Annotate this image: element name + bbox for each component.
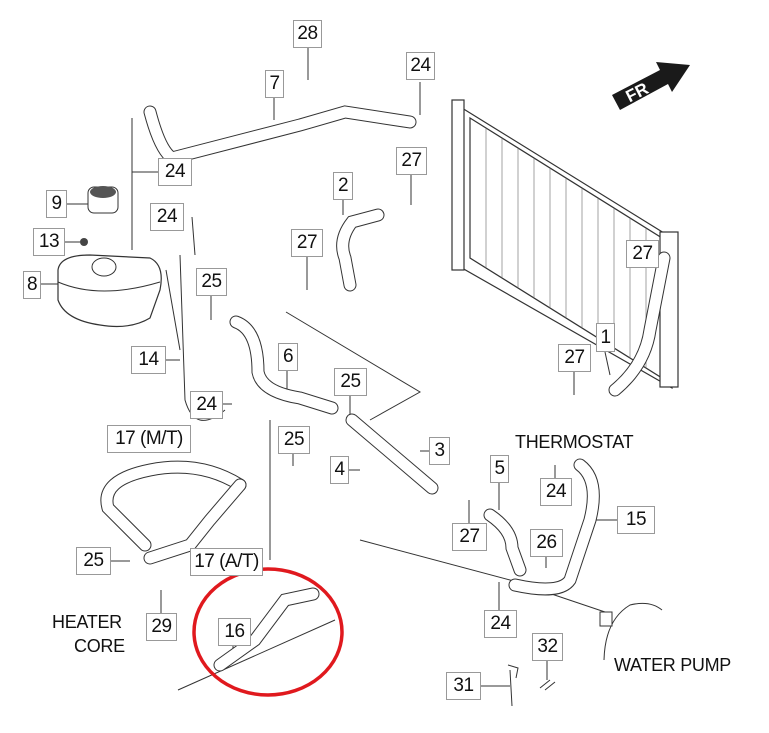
part-callout: 32 xyxy=(532,633,563,661)
hose-7 xyxy=(143,105,417,166)
part-callout: 25 xyxy=(334,368,367,396)
part-callout: 27 xyxy=(558,344,591,372)
part-callout: 28 xyxy=(293,20,322,48)
part-callout: 14 xyxy=(131,346,166,374)
highlight-circle xyxy=(192,567,344,697)
drain-plug-icon xyxy=(80,238,88,246)
leader-line xyxy=(359,539,606,613)
part-callout: 27 xyxy=(291,229,323,257)
part-callout: 24 xyxy=(150,203,184,231)
part-callout: 25 xyxy=(278,426,310,454)
leader-line xyxy=(285,311,421,421)
hose-2 xyxy=(336,208,385,292)
thermostat-label: THERMOSTAT xyxy=(515,432,634,452)
part-callout: 24 xyxy=(540,478,572,506)
bracket-31 xyxy=(507,664,556,707)
hose-15 xyxy=(508,458,600,596)
part-callout: 16 xyxy=(218,618,251,646)
leader-line xyxy=(165,269,181,351)
heater-core-label-line1: HEATER xyxy=(52,612,122,632)
leader-line xyxy=(604,351,611,376)
part-callout: 24 xyxy=(190,391,223,419)
part-callout: 1 xyxy=(596,323,615,352)
expansion-tank xyxy=(57,254,162,328)
water-pump-label: WATER PUMP xyxy=(614,655,731,675)
part-callout: 27 xyxy=(452,523,487,551)
fr-arrow-icon xyxy=(612,62,690,110)
part-callout: 13 xyxy=(33,228,65,256)
water-pump xyxy=(599,602,663,661)
hose-6 xyxy=(229,315,339,415)
part-callout: 25 xyxy=(196,268,227,296)
part-callout: 9 xyxy=(46,190,67,218)
hose-17-mt xyxy=(100,460,247,552)
part-callout: 31 xyxy=(446,672,481,700)
radiator-cap-icon xyxy=(87,186,119,214)
leader-line xyxy=(191,216,196,256)
part-callout: 24 xyxy=(158,158,192,186)
part-callout: 2 xyxy=(333,172,353,200)
heater-core-label-line2: CORE xyxy=(74,636,125,656)
hose-16 xyxy=(213,587,320,672)
part-callout: 4 xyxy=(330,456,349,484)
hose-1 xyxy=(608,251,671,397)
part-callout: 7 xyxy=(265,70,284,98)
part-callout: 25 xyxy=(76,547,111,575)
hose-3 xyxy=(345,413,439,495)
leader-line xyxy=(177,619,336,691)
part-callout: 15 xyxy=(617,506,655,534)
part-callout: 5 xyxy=(490,455,509,483)
part-callout: 24 xyxy=(484,610,517,638)
part-callout: 6 xyxy=(278,343,298,371)
part-callout: 27 xyxy=(396,147,427,175)
part-callout: 17 (A/T) xyxy=(190,548,263,576)
part-callout: 3 xyxy=(429,437,450,465)
part-callout: 26 xyxy=(530,529,563,557)
part-callout: 17 (M/T) xyxy=(107,425,191,453)
part-callout: 24 xyxy=(406,52,435,80)
part-callout: 29 xyxy=(146,613,177,641)
hose-5 xyxy=(483,508,527,577)
part-callout: 8 xyxy=(23,271,41,299)
hose-17-at xyxy=(143,478,247,565)
part-callout: 27 xyxy=(626,240,659,268)
